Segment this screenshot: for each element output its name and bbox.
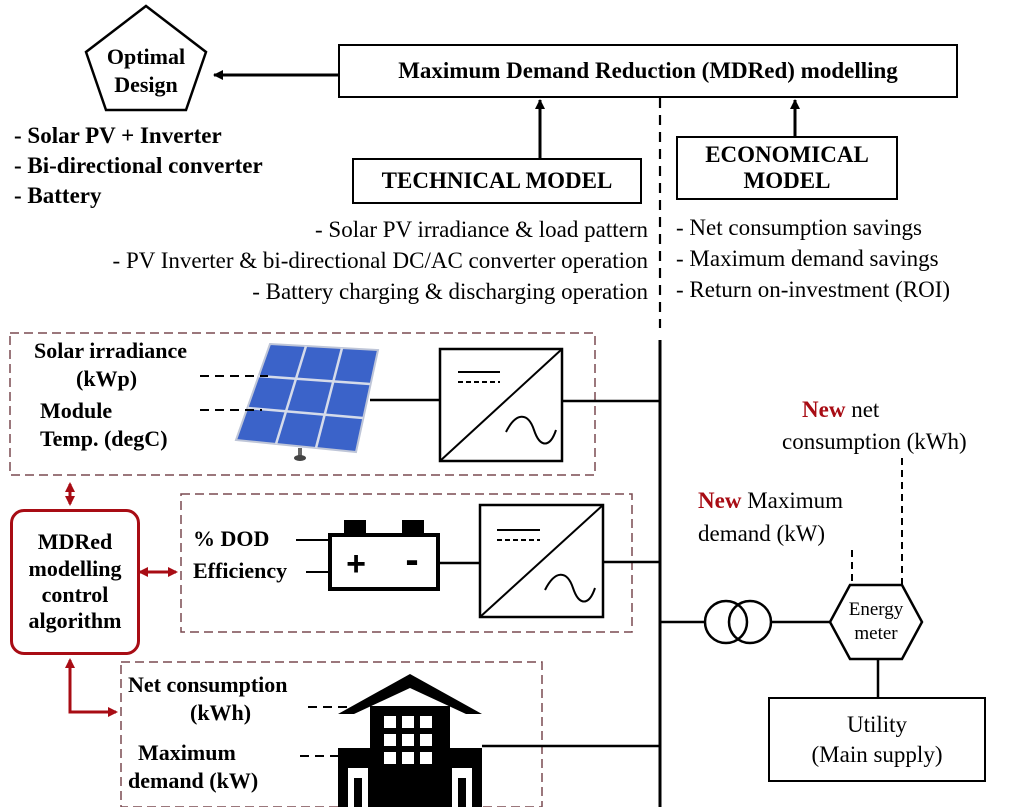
controller-line1: MDRed	[37, 529, 113, 555]
utility-line2: (Main supply)	[811, 741, 943, 767]
technical-item-3: - Battery charging & discharging operati…	[252, 279, 648, 304]
design-item-battery: - Battery	[14, 183, 102, 208]
new-max-demand-rest: Maximum	[741, 488, 844, 513]
bidirectional-converter-icon	[478, 503, 605, 619]
module-temp-label: Module	[40, 398, 113, 423]
new-max-demand-line2: demand (kW)	[698, 521, 826, 546]
technical-model-box: TECHNICAL MODEL	[352, 158, 642, 204]
optimal-design-title-line1: Optimal	[106, 44, 186, 69]
new-net-consumption-line2: consumption (kWh)	[782, 429, 967, 454]
new-net-consumption-new: New	[802, 397, 846, 422]
technical-model-title: TECHNICAL MODEL	[381, 168, 613, 193]
new-net-consumption-line1: New net	[802, 398, 879, 421]
efficiency-label: Efficiency	[193, 558, 288, 583]
dod-label: % DOD	[193, 526, 270, 551]
net-consumption-label: Net consumption	[128, 672, 288, 697]
max-demand-unit: demand (kW)	[128, 768, 259, 793]
battery-icon	[328, 520, 440, 591]
battery-plus: +	[346, 545, 366, 583]
economical-item-3: - Return on-investment (ROI)	[676, 277, 951, 302]
utility-line1: Utility	[846, 711, 908, 737]
new-max-demand-line1: New Maximum	[698, 489, 843, 512]
energy-meter-line2: meter	[854, 623, 898, 644]
optimal-design-pentagon	[84, 4, 208, 112]
transformer-icon	[703, 599, 773, 645]
battery-minus: -	[405, 538, 418, 582]
technical-item-1: - Solar PV irradiance & load pattern	[315, 217, 648, 242]
energy-meter-line1: Energy	[848, 599, 904, 620]
module-temp-unit: Temp. (degC)	[40, 426, 168, 451]
economical-title-line2: MODEL	[743, 168, 831, 193]
economical-item-1: - Net consumption savings	[676, 215, 922, 240]
economical-title-line1: ECONOMICAL	[705, 141, 869, 167]
solar-panel-icon	[234, 342, 380, 461]
net-consumption-unit: (kWh)	[190, 700, 252, 725]
controller-line2: modelling	[28, 555, 122, 581]
economical-item-2: - Maximum demand savings	[676, 246, 939, 271]
solar-irradiance-unit: (kWp)	[76, 366, 138, 391]
optimal-design-title-line2: Design	[114, 72, 178, 97]
controller-line4: algorithm	[28, 608, 122, 634]
economical-model-box: ECONOMICAL MODEL	[676, 136, 898, 200]
solar-irradiance-label: Solar irradiance	[34, 338, 187, 363]
energy-meter-hexagon	[828, 583, 924, 661]
building-icon	[338, 674, 482, 807]
design-item-converter: - Bi-directional converter	[14, 153, 263, 178]
new-net-consumption-rest: net	[845, 397, 880, 422]
utility-box: Utility (Main supply)	[768, 697, 986, 782]
new-max-demand-new: New	[698, 488, 742, 513]
mdred-title-box: Maximum Demand Reduction (MDRed) modelli…	[338, 44, 958, 98]
control-algorithm-box: MDRed modelling control algorithm	[10, 509, 140, 655]
pv-inverter-icon	[438, 347, 564, 463]
max-demand-label: Maximum	[138, 740, 236, 765]
design-item-pv: - Solar PV + Inverter	[14, 123, 222, 148]
load-block-frame	[120, 661, 543, 807]
technical-item-2: - PV Inverter & bi-directional DC/AC con…	[112, 248, 648, 273]
controller-line3: control	[41, 582, 109, 607]
mdred-title: Maximum Demand Reduction (MDRed) modelli…	[398, 58, 898, 83]
control-load-arrow	[65, 658, 118, 717]
